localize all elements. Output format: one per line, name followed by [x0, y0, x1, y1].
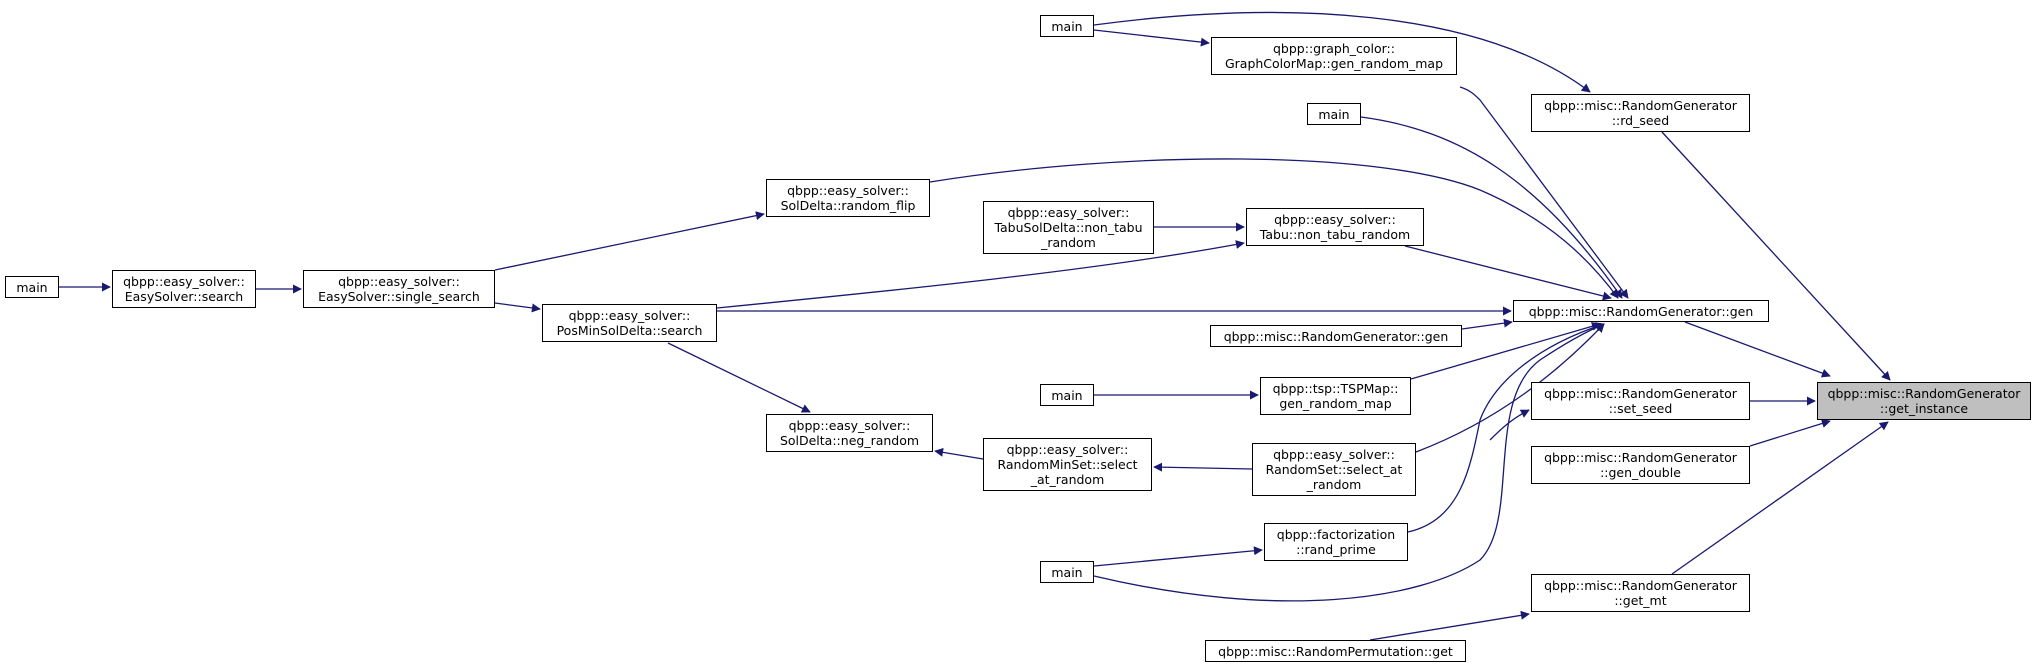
node-main-4[interactable]: main: [1040, 561, 1094, 583]
node-label: qbpp::misc::RandomGenerator ::gen_double: [1544, 450, 1737, 480]
node-tsp-gen[interactable]: qbpp::tsp::TSPMap:: gen_random_map: [1260, 377, 1411, 415]
node-rg-gen2[interactable]: qbpp::misc::RandomGenerator::gen: [1210, 325, 1462, 347]
node-random-flip[interactable]: qbpp::easy_solver:: SolDelta::random_fli…: [766, 179, 930, 217]
node-main-left[interactable]: main: [5, 276, 59, 298]
node-label: qbpp::easy_solver:: SolDelta::neg_random: [779, 418, 920, 448]
e-randprime-rggen: [1407, 322, 1605, 533]
node-label: main: [1051, 387, 1083, 403]
node-label: qbpp::factorization ::rand_prime: [1276, 527, 1396, 557]
e-gc-rggen: [1459, 86, 1629, 299]
node-label: qbpp::easy_solver:: RandomMinSet::select…: [997, 442, 1138, 487]
node-single-search[interactable]: qbpp::easy_solver:: EasySolver::single_s…: [303, 270, 495, 308]
e-getmt-getinst: [1671, 421, 1889, 575]
e-randflip-rggen: [929, 158, 1619, 299]
node-rperm-get[interactable]: qbpp::misc::RandomPermutation::get: [1205, 640, 1466, 662]
node-label: main: [1051, 18, 1083, 34]
node-label: qbpp::easy_solver:: RandomSet::select_at…: [1265, 447, 1403, 492]
node-rd-seed[interactable]: qbpp::misc::RandomGenerator ::rd_seed: [1531, 94, 1750, 132]
node-label: main: [1051, 564, 1083, 580]
node-rset-select[interactable]: qbpp::easy_solver:: RandomSet::select_at…: [1252, 443, 1416, 496]
node-label: qbpp::easy_solver:: EasySolver::search: [123, 274, 245, 304]
node-label: qbpp::easy_solver:: TabuSolDelta::non_ta…: [994, 205, 1143, 250]
e-tsp-rggen: [1410, 321, 1601, 380]
node-gen-double[interactable]: qbpp::misc::RandomGenerator ::gen_double: [1531, 446, 1750, 484]
e-main1-gc: [1093, 29, 1210, 47]
node-label: qbpp::easy_solver:: PosMinSolDelta::sear…: [556, 308, 703, 338]
e-main2-rggen: [1360, 116, 1623, 299]
node-posmin-search[interactable]: qbpp::easy_solver:: PosMinSolDelta::sear…: [542, 304, 717, 342]
node-rand-prime[interactable]: qbpp::factorization ::rand_prime: [1264, 523, 1408, 561]
e-single-randflip: [494, 211, 765, 271]
node-gen-random-map-gc[interactable]: qbpp::graph_color:: GraphColorMap::gen_r…: [1211, 37, 1457, 75]
e-posmin-neg: [667, 342, 811, 413]
node-label: qbpp::misc::RandomGenerator::gen: [1528, 303, 1754, 319]
node-get-instance[interactable]: qbpp::misc::RandomGenerator ::get_instan…: [1817, 382, 2031, 420]
node-main-2[interactable]: main: [1307, 103, 1361, 125]
node-easysolver-search[interactable]: qbpp::easy_solver:: EasySolver::search: [112, 270, 256, 308]
node-main-3[interactable]: main: [1040, 384, 1094, 406]
e-rggen-getinst: [1684, 321, 1831, 378]
e-gendouble-getinst: [1749, 419, 1831, 447]
e-rminset-neg: [934, 447, 984, 460]
e-single-posmin: [494, 302, 541, 313]
e-rset-rminset: [1153, 462, 1253, 472]
e-posmin-tabu: [716, 240, 1245, 309]
node-label: qbpp::easy_solver:: EasySolver::single_s…: [318, 274, 480, 304]
e-main4-rggen: [1093, 323, 1605, 602]
node-rminset-select[interactable]: qbpp::easy_solver:: RandomMinSet::select…: [983, 438, 1152, 491]
e-rperm-getmt: [1369, 610, 1530, 641]
e-rdseed-getinst: [1661, 131, 1891, 381]
node-label: qbpp::graph_color:: GraphColorMap::gen_r…: [1224, 41, 1444, 71]
node-get-mt[interactable]: qbpp::misc::RandomGenerator ::get_mt: [1531, 574, 1750, 612]
e-rset-rggen: [1415, 323, 1605, 453]
node-label: qbpp::easy_solver:: SolDelta::random_fli…: [780, 183, 916, 213]
node-label: qbpp::misc::RandomGenerator ::set_seed: [1544, 386, 1737, 416]
node-rg-gen[interactable]: qbpp::misc::RandomGenerator::gen: [1513, 300, 1769, 322]
node-label: qbpp::tsp::TSPMap:: gen_random_map: [1272, 381, 1399, 411]
e-main4-randprime: [1093, 546, 1263, 567]
node-label: qbpp::misc::RandomGenerator ::rd_seed: [1544, 98, 1737, 128]
node-tabu-non-tabu[interactable]: qbpp::easy_solver:: Tabu::non_tabu_rando…: [1246, 208, 1424, 246]
node-set-seed[interactable]: qbpp::misc::RandomGenerator ::set_seed: [1531, 382, 1750, 420]
node-label: main: [1318, 106, 1350, 122]
e-main4-setseed: [1489, 409, 1530, 441]
e-rggen2-rggen: [1461, 318, 1513, 330]
node-label: qbpp::misc::RandomPermutation::get: [1218, 643, 1453, 659]
node-label: main: [16, 279, 48, 295]
e-tabu-rggen: [1404, 245, 1612, 301]
node-label: qbpp::misc::RandomGenerator::gen: [1223, 328, 1449, 344]
node-neg-random[interactable]: qbpp::easy_solver:: SolDelta::neg_random: [766, 414, 933, 452]
node-label: qbpp::misc::RandomGenerator ::get_instan…: [1827, 386, 2021, 416]
e-main1-rdseed: [1093, 11, 1591, 93]
node-tabusol-non-tabu[interactable]: qbpp::easy_solver:: TabuSolDelta::non_ta…: [983, 201, 1154, 254]
node-label: qbpp::misc::RandomGenerator ::get_mt: [1544, 578, 1737, 608]
edges: [59, 11, 1891, 641]
node-label: qbpp::easy_solver:: Tabu::non_tabu_rando…: [1259, 212, 1411, 242]
node-main-1[interactable]: main: [1040, 15, 1094, 37]
